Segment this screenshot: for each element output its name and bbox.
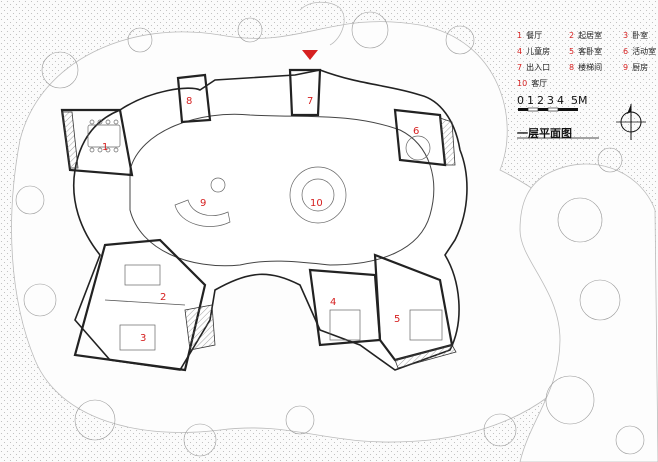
trees (15, 11, 645, 457)
scale-tick-2: 2 (537, 94, 544, 107)
room-number-10: 10 (310, 198, 323, 209)
room-number-6: 6 (413, 126, 419, 137)
scale-tick-0: 0 (517, 94, 524, 107)
building-shell (72, 69, 468, 371)
scale-tick-4: 4 (557, 94, 564, 107)
room-numbers: 1 2 3 4 5 6 7 8 9 10 (102, 96, 419, 344)
room-number-2: 2 (160, 292, 166, 303)
room-number-4: 4 (330, 297, 336, 308)
furniture (87, 119, 443, 351)
room-number-3: 3 (140, 333, 146, 344)
room-number-9: 9 (200, 198, 206, 209)
scale-bar (518, 107, 578, 112)
room-number-5: 5 (394, 314, 400, 325)
scale-tick-5m: 5M (571, 94, 588, 107)
room-number-8: 8 (186, 96, 192, 107)
plan-title: 一层平面图 (517, 127, 572, 140)
entrance-arrow-icon (302, 50, 318, 60)
north-arrow-icon (616, 104, 646, 140)
scale-tick-1: 1 (527, 94, 534, 107)
wing-rooms (60, 68, 457, 372)
room-number-7: 7 (307, 96, 313, 107)
scale-tick-3: 3 (547, 94, 554, 107)
room-number-1: 1 (102, 142, 108, 153)
